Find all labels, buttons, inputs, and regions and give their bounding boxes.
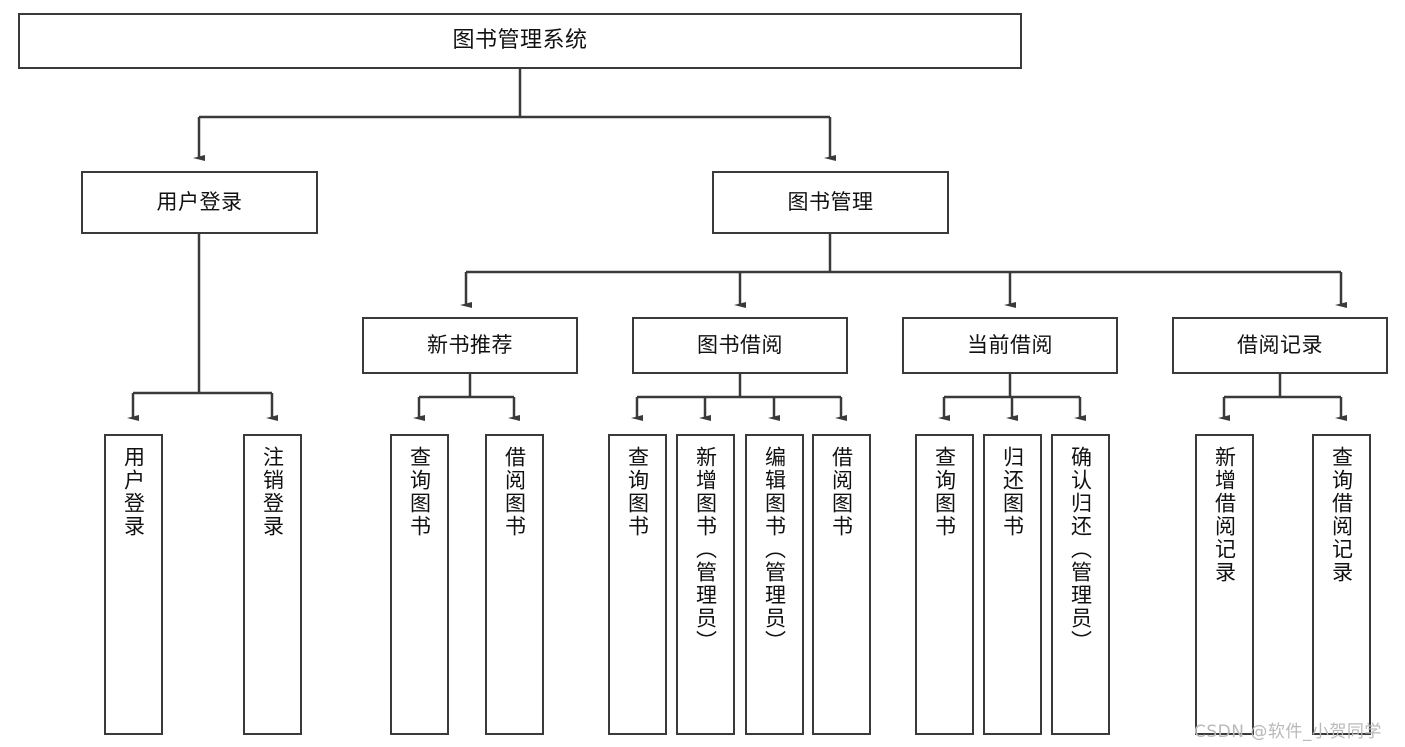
leaf-add-borrow-record[interactable]: 新增借阅记录 <box>1195 434 1254 735</box>
node-label: 查询图书 <box>407 446 432 538</box>
node-label: 查询借阅记录 <box>1329 446 1354 584</box>
node-label: 新增借阅记录 <box>1212 446 1237 584</box>
node-label: 图书借阅 <box>697 333 783 358</box>
node-book-borrow[interactable]: 图书借阅 <box>632 317 848 374</box>
node-label: 用户登录 <box>156 190 243 215</box>
node-label: 归还图书 <box>1000 446 1025 538</box>
leaf-confirm-return-admin[interactable]: 确认归还（管理员） <box>1051 434 1110 735</box>
leaf-logout[interactable]: 注销登录 <box>243 434 302 735</box>
node-label: 借阅图书 <box>502 446 527 538</box>
node-label: 用户登录 <box>121 446 146 538</box>
leaf-user-login[interactable]: 用户登录 <box>104 434 163 735</box>
leaf-query-book-new[interactable]: 查询图书 <box>390 434 449 735</box>
leaf-borrow-book-new[interactable]: 借阅图书 <box>485 434 544 735</box>
leaf-query-book-borrow[interactable]: 查询图书 <box>608 434 667 735</box>
node-current-borrow[interactable]: 当前借阅 <box>902 317 1118 374</box>
node-user-login[interactable]: 用户登录 <box>81 171 318 234</box>
node-label: 查询图书 <box>625 446 650 538</box>
node-label: 新增图书（管理员） <box>693 446 718 653</box>
node-label: 图书管理 <box>787 190 874 215</box>
node-new-book-recommend[interactable]: 新书推荐 <box>362 317 578 374</box>
node-label: 新书推荐 <box>427 333 513 358</box>
leaf-add-book-admin[interactable]: 新增图书（管理员） <box>676 434 735 735</box>
leaf-query-book-current[interactable]: 查询图书 <box>915 434 974 735</box>
leaf-query-borrow-record[interactable]: 查询借阅记录 <box>1312 434 1371 735</box>
csdn-watermark: CSDN @软件_小贺同学 <box>1194 722 1382 742</box>
node-label: 确认归还（管理员） <box>1068 446 1093 653</box>
leaf-borrow-book[interactable]: 借阅图书 <box>812 434 871 735</box>
node-borrow-record[interactable]: 借阅记录 <box>1172 317 1388 374</box>
leaf-return-book[interactable]: 归还图书 <box>983 434 1042 735</box>
node-root-system[interactable]: 图书管理系统 <box>18 13 1022 69</box>
node-label: 借阅记录 <box>1237 333 1323 358</box>
node-label: 查询图书 <box>932 446 957 538</box>
node-label: 编辑图书（管理员） <box>762 446 787 653</box>
node-label: 借阅图书 <box>829 446 854 538</box>
node-label: 注销登录 <box>260 446 285 538</box>
node-label: 当前借阅 <box>967 333 1053 358</box>
node-label: 图书管理系统 <box>452 28 588 54</box>
node-book-management[interactable]: 图书管理 <box>712 171 949 234</box>
leaf-edit-book-admin[interactable]: 编辑图书（管理员） <box>745 434 804 735</box>
